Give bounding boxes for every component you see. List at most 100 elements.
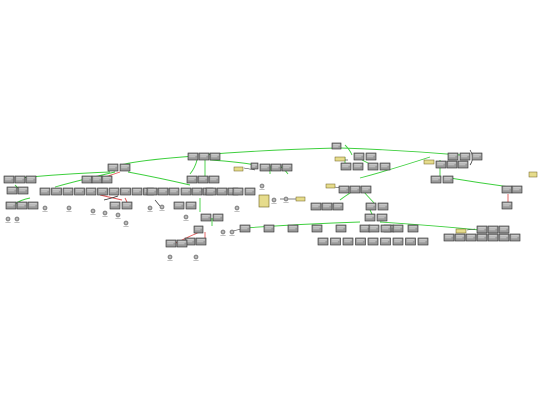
tree-node-105[interactable] [405, 237, 416, 246]
tree-node-36[interactable] [360, 185, 372, 194]
tree-node-68[interactable] [185, 201, 197, 210]
tree-node-63[interactable] [16, 201, 28, 210]
tree-node-110[interactable] [476, 233, 488, 242]
tree-node-18[interactable] [367, 162, 379, 171]
note-box-5[interactable] [423, 159, 435, 165]
tree-node-6[interactable] [365, 152, 377, 161]
tree-node-38[interactable] [511, 185, 523, 194]
tree-node-74[interactable] [501, 201, 513, 210]
tree-node-102[interactable] [367, 237, 379, 246]
tree-node-29[interactable] [186, 175, 198, 184]
tree-node-49[interactable] [131, 187, 143, 196]
tree-node-24[interactable] [14, 175, 26, 184]
tree-node-78[interactable] [376, 213, 388, 222]
tree-node-20[interactable] [435, 160, 447, 169]
tree-node-62[interactable] [5, 201, 17, 210]
tree-node-30[interactable] [197, 175, 209, 184]
tree-node-103[interactable] [380, 237, 391, 246]
tree-node-35[interactable] [349, 185, 361, 194]
tree-node-83[interactable] [311, 224, 323, 233]
tree-node-4[interactable] [209, 152, 221, 161]
tree-node-93[interactable] [498, 225, 510, 234]
tree-node-34[interactable] [338, 185, 350, 194]
note-box-2[interactable] [295, 196, 306, 202]
tree-node-76[interactable] [212, 213, 224, 222]
tree-node-82[interactable] [287, 224, 299, 233]
tree-node-112[interactable] [498, 233, 510, 242]
note-box-3[interactable] [325, 183, 336, 189]
tree-node-69[interactable] [310, 202, 322, 211]
tree-node-19[interactable] [379, 162, 391, 171]
tree-node-41[interactable] [39, 187, 51, 196]
tree-node-67[interactable] [173, 201, 185, 210]
tree-node-1[interactable] [331, 142, 342, 150]
tree-node-10[interactable] [107, 163, 119, 172]
tree-node-28[interactable] [101, 175, 113, 184]
tree-node-72[interactable] [365, 202, 377, 211]
tree-node-48[interactable] [120, 187, 131, 196]
tree-node-73[interactable] [377, 202, 389, 211]
tree-node-7[interactable] [447, 152, 459, 161]
tree-node-27[interactable] [91, 175, 103, 184]
tree-node-104[interactable] [392, 237, 404, 246]
tree-node-87[interactable] [407, 224, 419, 233]
tree-node-5[interactable] [353, 152, 365, 161]
tree-node-53[interactable] [168, 187, 180, 196]
note-box-1[interactable] [233, 166, 244, 172]
tree-node-64[interactable] [27, 201, 39, 210]
tree-node-52[interactable] [157, 187, 169, 196]
tree-node-81[interactable] [263, 224, 275, 233]
tree-node-108[interactable] [454, 233, 466, 242]
tree-node-14[interactable] [270, 163, 282, 172]
tree-node-113[interactable] [509, 233, 521, 242]
tree-node-15[interactable] [281, 163, 293, 172]
tree-node-61[interactable] [244, 187, 256, 196]
tree-node-106[interactable] [417, 237, 429, 246]
tree-node-39[interactable] [6, 186, 18, 195]
tree-node-45[interactable] [85, 187, 97, 196]
tree-node-88[interactable] [368, 224, 380, 233]
tree-node-80[interactable] [239, 224, 251, 233]
tree-node-96[interactable] [165, 239, 177, 248]
tree-node-22[interactable] [457, 160, 469, 169]
tree-node-85[interactable] [359, 224, 371, 233]
tree-node-40[interactable] [17, 186, 29, 195]
tree-node-65[interactable] [109, 201, 121, 210]
tree-node-70[interactable] [321, 202, 333, 211]
tree-node-111[interactable] [487, 233, 499, 242]
tree-node-21[interactable] [446, 160, 458, 169]
tree-node-60[interactable] [232, 187, 244, 196]
tree-node-57[interactable] [205, 187, 217, 196]
tree-node-42[interactable] [51, 187, 62, 196]
tree-node-11[interactable] [119, 163, 131, 172]
tree-node-101[interactable] [355, 237, 366, 246]
tree-node-43[interactable] [62, 187, 74, 196]
tree-node-77[interactable] [364, 213, 376, 222]
tree-node-71[interactable] [332, 202, 344, 211]
tree-node-37[interactable] [501, 185, 513, 194]
tree-node-95[interactable] [195, 237, 207, 246]
tree-node-9[interactable] [471, 152, 483, 161]
tree-node-79[interactable] [193, 225, 204, 234]
tree-node-26[interactable] [81, 175, 93, 184]
tree-node-17[interactable] [352, 162, 364, 171]
tree-node-46[interactable] [97, 187, 108, 196]
tree-node-92[interactable] [487, 225, 499, 234]
tree-node-55[interactable] [191, 187, 203, 196]
tree-node-84[interactable] [335, 224, 347, 233]
tree-node-31[interactable] [208, 175, 220, 184]
tree-node-13[interactable] [259, 163, 271, 172]
tree-node-66[interactable] [121, 201, 133, 210]
tree-node-58[interactable] [216, 187, 228, 196]
tree-node-97[interactable] [176, 239, 188, 248]
tree-node-8[interactable] [459, 152, 471, 161]
note-box-7[interactable] [528, 171, 538, 178]
tree-node-23[interactable] [3, 175, 15, 184]
tree-node-32[interactable] [430, 175, 442, 184]
tree-node-54[interactable] [180, 187, 192, 196]
tree-node-33[interactable] [442, 175, 454, 184]
note-box-6[interactable] [455, 228, 467, 234]
tree-node-16[interactable] [340, 162, 352, 171]
tree-node-109[interactable] [465, 233, 477, 242]
note-box-4[interactable] [334, 156, 346, 162]
